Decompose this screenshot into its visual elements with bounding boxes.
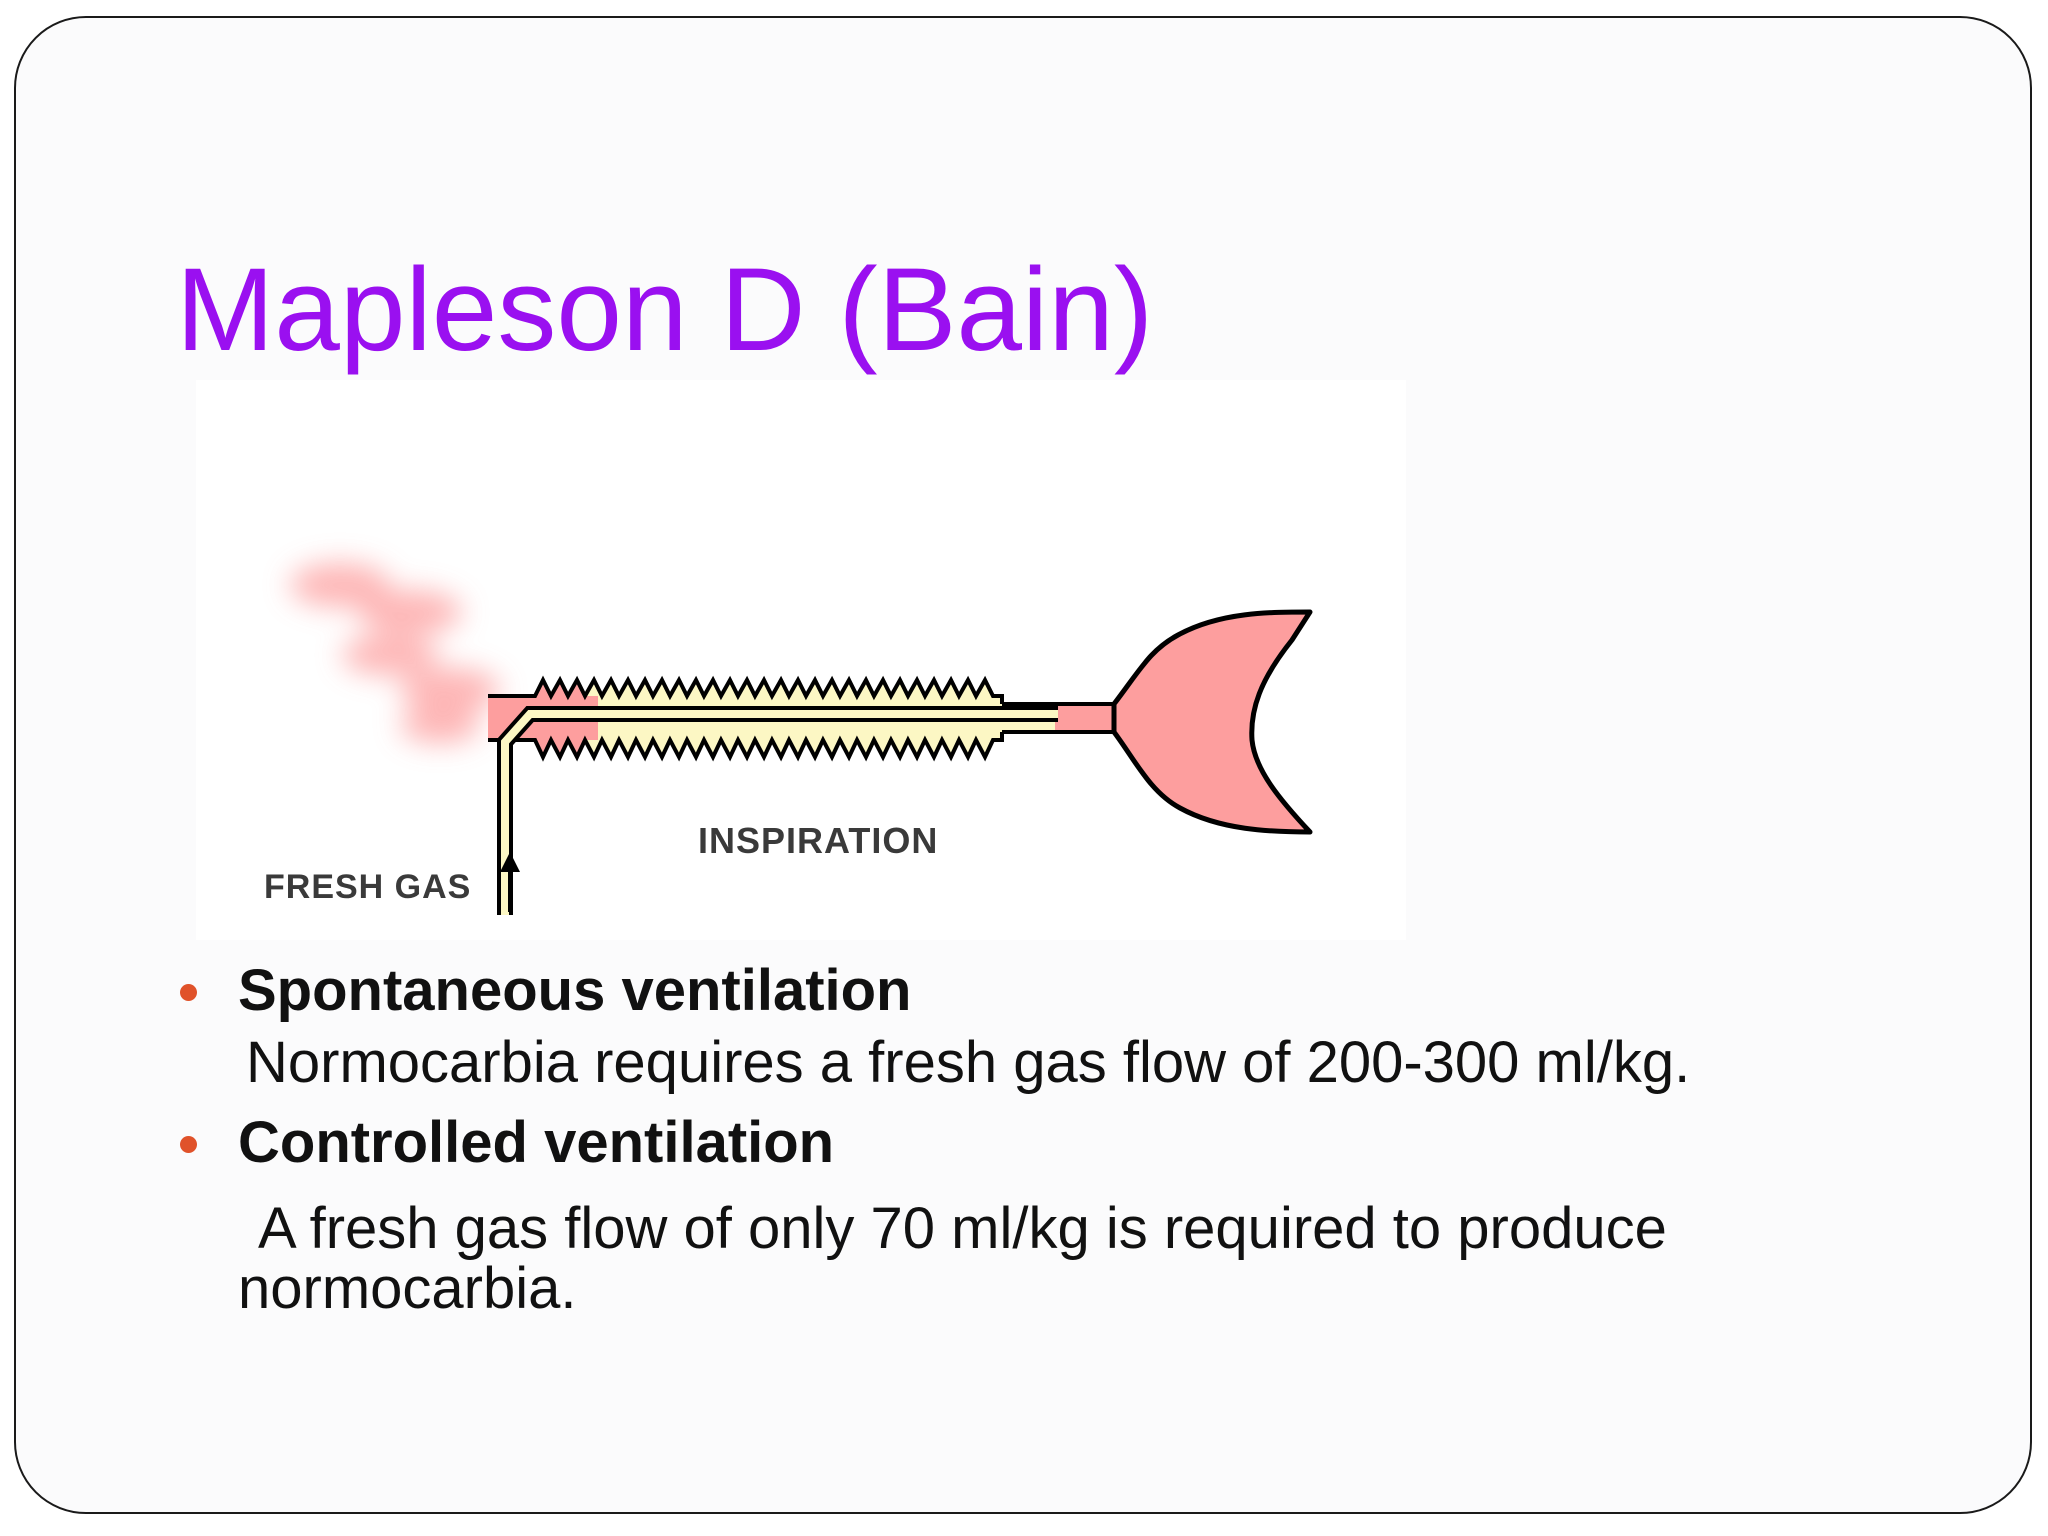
bullet-heading: Controlled ventilation	[238, 1110, 835, 1175]
bullet-item-spontaneous: Spontaneous ventilation Normocarbia requ…	[176, 952, 1876, 1096]
exhaust-puff	[400, 707, 480, 743]
exhaust-puff	[290, 563, 390, 607]
fresh-gas-label: FRESH GAS	[264, 868, 472, 906]
bullet-list: Spontaneous ventilation Normocarbia requ…	[176, 952, 1876, 1321]
slide-title: Mapleson D (Bain)	[176, 244, 1154, 376]
bullet-heading: Spontaneous ventilation	[238, 958, 912, 1023]
reservoir-bag	[1111, 609, 1313, 835]
inner-fresh-gas-tube-fill	[501, 710, 1058, 915]
bullet-body: Normocarbia requires a fresh gas flow of…	[246, 1030, 1691, 1095]
fresh-gas-arrow-head	[500, 852, 520, 872]
bullet-dot-icon	[180, 1136, 197, 1153]
bullet-body-continued: normocarbia.	[238, 1256, 577, 1321]
exhaust-puff	[358, 590, 462, 634]
bullet-dot-icon	[180, 984, 197, 1001]
inspiration-label: INSPIRATION	[698, 820, 939, 861]
tube-outline-top	[488, 675, 1004, 704]
exhaust-puff	[400, 668, 500, 712]
bullet-body: A fresh gas flow of only 70 ml/kg is req…	[258, 1196, 1667, 1261]
exhaust-puff	[342, 635, 438, 675]
exhaust-cloud	[290, 563, 500, 743]
connector-gas	[1055, 704, 1114, 732]
tube-outline-bottom	[488, 732, 1004, 762]
bullet-item-controlled: Controlled ventilation A fresh gas flow …	[176, 1104, 1876, 1321]
